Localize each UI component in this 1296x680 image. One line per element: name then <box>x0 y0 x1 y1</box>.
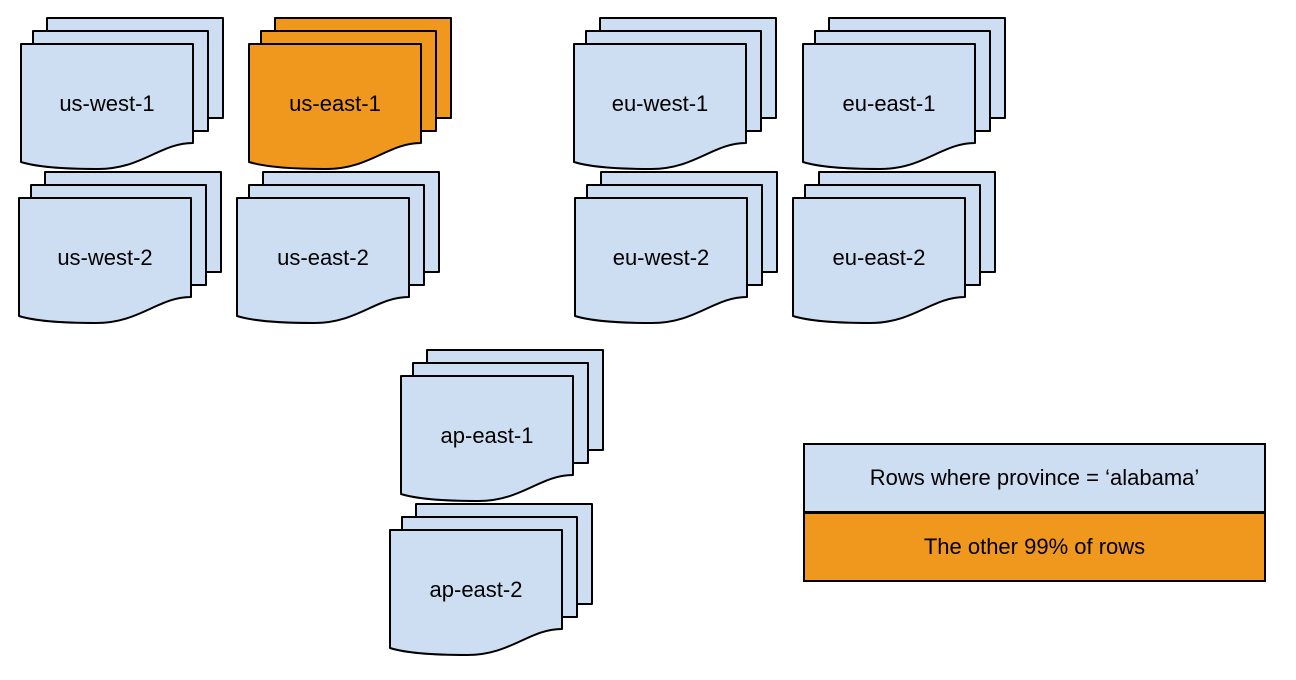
front-document-shape <box>389 529 563 656</box>
document-stack-icon <box>792 171 996 324</box>
document-stack-icon <box>573 17 777 170</box>
front-document-shape <box>802 43 976 170</box>
region-stack-us-east-2: us-east-2 <box>236 171 440 325</box>
document-stack-icon <box>400 349 604 502</box>
front-document-shape <box>792 197 966 324</box>
legend-label-alabama-rows: Rows where province = ‘alabama’ <box>869 465 1200 490</box>
region-label: eu-west-1 <box>611 91 709 116</box>
region-label: eu-east-2 <box>832 245 926 270</box>
region-label: eu-west-2 <box>612 245 710 270</box>
legend-label-other-rows: The other 99% of rows <box>923 534 1146 559</box>
front-document-shape <box>236 197 410 324</box>
legend-item-other-rows: The other 99% of rows <box>805 514 1264 580</box>
region-stack-us-west-2: us-west-2 <box>18 171 222 325</box>
region-stack-ap-east-1: ap-east-1 <box>400 349 604 503</box>
front-document-shape <box>400 375 574 502</box>
region-stack-eu-west-2: eu-west-2 <box>574 171 778 325</box>
region-label: eu-east-1 <box>842 91 936 116</box>
document-stack-icon <box>18 171 222 324</box>
region-stack-eu-east-2: eu-east-2 <box>792 171 996 325</box>
front-document-shape <box>18 197 192 324</box>
document-stack-icon <box>389 503 593 656</box>
document-stack-icon <box>248 17 452 170</box>
front-document-shape <box>574 197 748 324</box>
document-stack-icon <box>802 17 1006 170</box>
front-document-shape <box>248 43 422 170</box>
region-label: ap-east-2 <box>429 577 523 602</box>
region-label: us-west-2 <box>57 245 153 270</box>
front-document-shape <box>20 43 194 170</box>
front-document-shape <box>573 43 747 170</box>
legend-item-alabama-rows: Rows where province = ‘alabama’ <box>805 445 1264 514</box>
document-stack-icon <box>574 171 778 324</box>
region-stack-ap-east-2: ap-east-2 <box>389 503 593 657</box>
region-label: us-west-1 <box>59 91 155 116</box>
region-stack-eu-west-1: eu-west-1 <box>573 17 777 171</box>
document-stack-icon <box>236 171 440 324</box>
legend: Rows where province = ‘alabama’ The othe… <box>803 443 1266 582</box>
region-label: us-east-1 <box>289 91 381 116</box>
region-stack-us-east-1: us-east-1 <box>248 17 452 171</box>
region-stack-us-west-1: us-west-1 <box>20 17 224 171</box>
region-label: us-east-2 <box>277 245 369 270</box>
region-stack-eu-east-1: eu-east-1 <box>802 17 1006 171</box>
region-label: ap-east-1 <box>440 423 534 448</box>
document-stack-icon <box>20 17 224 170</box>
